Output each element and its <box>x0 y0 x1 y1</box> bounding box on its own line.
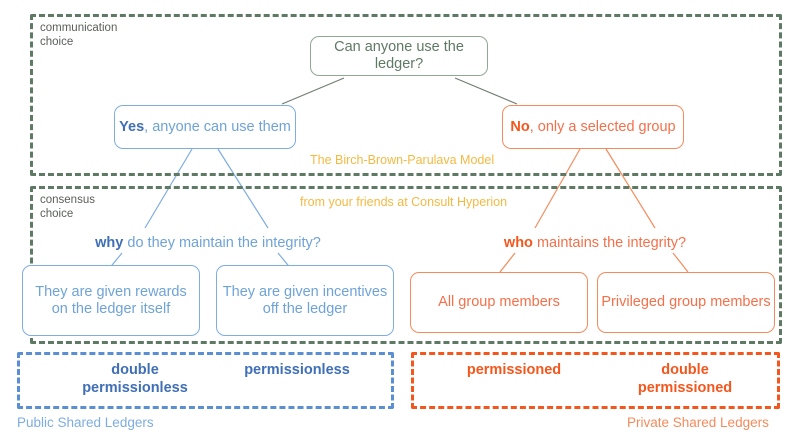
question-who-rest: maintains the integrity? <box>532 235 687 251</box>
node-root-question[interactable]: Can anyone use the ledger? <box>310 36 488 76</box>
outcome-term-double-permissioned[interactable]: double permissioned <box>637 362 733 396</box>
node-leaf-rewards-on-ledger[interactable]: They are given rewards on the ledger its… <box>22 265 200 336</box>
annotation-attribution: from your friends at Consult Hyperion <box>300 195 508 209</box>
node-leaf-all-group-members[interactable]: All group members <box>410 272 588 333</box>
node-leaf-all-group-members-label: All group members <box>438 294 560 310</box>
node-leaf-incentives-off-ledger[interactable]: They are given incentives off the ledger <box>216 265 394 336</box>
node-leaf-rewards-on-ledger-label: They are given rewards on the ledger its… <box>35 283 187 317</box>
section-frame-communication <box>30 14 782 176</box>
node-leaf-privileged-group-members[interactable]: Privileged group members <box>597 272 775 333</box>
section-label-communication: communication choice <box>40 22 118 48</box>
node-branch-no-rest: , only a selected group <box>529 118 676 135</box>
node-branch-yes-rest: , anyone can use them <box>144 118 291 135</box>
node-branch-no[interactable]: No, only a selected group <box>502 105 684 149</box>
node-branch-yes[interactable]: Yes, anyone can use them <box>114 105 296 149</box>
question-why-rest: do they maintain the integrity? <box>123 235 321 251</box>
question-why-keyword: why <box>95 235 124 251</box>
node-leaf-privileged-group-members-label: Privileged group members <box>601 294 771 310</box>
node-root-label: Can anyone use the ledger? <box>334 39 464 72</box>
outcome-term-double-permissionless[interactable]: double permissionless <box>82 362 188 396</box>
node-branch-yes-keyword: Yes <box>119 118 145 135</box>
outcome-box-public <box>17 352 394 409</box>
question-who-keyword: who <box>503 235 533 251</box>
outcome-box-private <box>411 352 780 409</box>
section-label-consensus: consensus choice <box>40 194 95 220</box>
question-who[interactable]: who maintains the integrity? <box>455 235 735 251</box>
outcome-term-permissionless[interactable]: permissionless <box>244 362 350 378</box>
annotation-model-name: The Birch-Brown-Parulava Model <box>310 153 495 167</box>
family-label-private-shared-ledgers: Private Shared Ledgers <box>627 415 769 430</box>
question-why[interactable]: why do they maintain the integrity? <box>58 235 358 251</box>
node-leaf-incentives-off-ledger-label: They are given incentives off the ledger <box>222 283 388 317</box>
node-branch-no-keyword: No <box>510 118 530 135</box>
family-label-public-shared-ledgers: Public Shared Ledgers <box>17 415 154 430</box>
outcome-term-permissioned[interactable]: permissioned <box>466 362 562 378</box>
